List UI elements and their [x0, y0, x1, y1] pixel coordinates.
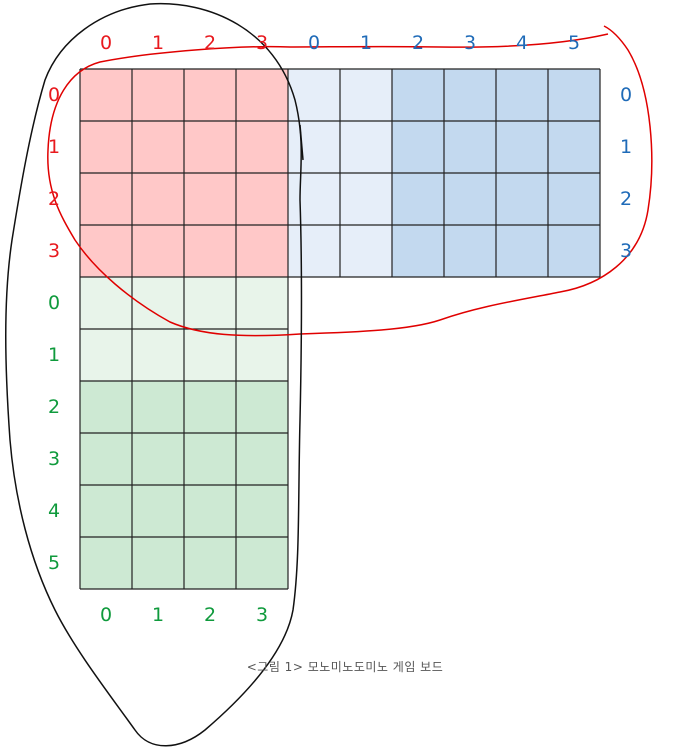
- green-row-label-2: 2: [47, 396, 61, 418]
- blue-row-label-1: 1: [619, 136, 633, 158]
- red-row-label-0: 0: [47, 84, 61, 106]
- green-row-label-4: 4: [47, 500, 61, 522]
- green-col-label-3: 3: [255, 604, 269, 626]
- blue-col-label-0: 0: [307, 32, 321, 54]
- blue-col-label-1: 1: [359, 32, 373, 54]
- blue-row-label-3: 3: [619, 240, 633, 262]
- blue-row-label-0: 0: [619, 84, 633, 106]
- green-row-label-1: 1: [47, 344, 61, 366]
- red-annotation-loop: [47, 25, 653, 337]
- black-annotation-tick: [299, 124, 304, 161]
- blue-row-label-2: 2: [619, 188, 633, 210]
- blue-col-label-3: 3: [463, 32, 477, 54]
- red-col-label-0: 0: [99, 32, 113, 54]
- red-row-label-1: 1: [47, 136, 61, 158]
- blue-col-label-4: 4: [515, 32, 529, 54]
- green-col-label-0: 0: [99, 604, 113, 626]
- figure-caption: <그림 1> 모노미노도미노 게임 보드: [246, 660, 444, 674]
- blue-col-label-2: 2: [411, 32, 425, 54]
- green-row-label-3: 3: [47, 448, 61, 470]
- red-col-label-2: 2: [203, 32, 217, 54]
- red-row-label-2: 2: [47, 188, 61, 210]
- green-row-label-5: 5: [47, 552, 61, 574]
- black-annotation-loop: [5, 2, 303, 747]
- green-col-label-2: 2: [203, 604, 217, 626]
- green-row-label-0: 0: [47, 292, 61, 314]
- red-col-label-3: 3: [255, 32, 269, 54]
- blue-col-label-5: 5: [567, 32, 581, 54]
- red-col-label-1: 1: [151, 32, 165, 54]
- red-row-label-3: 3: [47, 240, 61, 262]
- top-row-grid-lines: [79, 68, 601, 590]
- green-col-label-1: 1: [151, 604, 165, 626]
